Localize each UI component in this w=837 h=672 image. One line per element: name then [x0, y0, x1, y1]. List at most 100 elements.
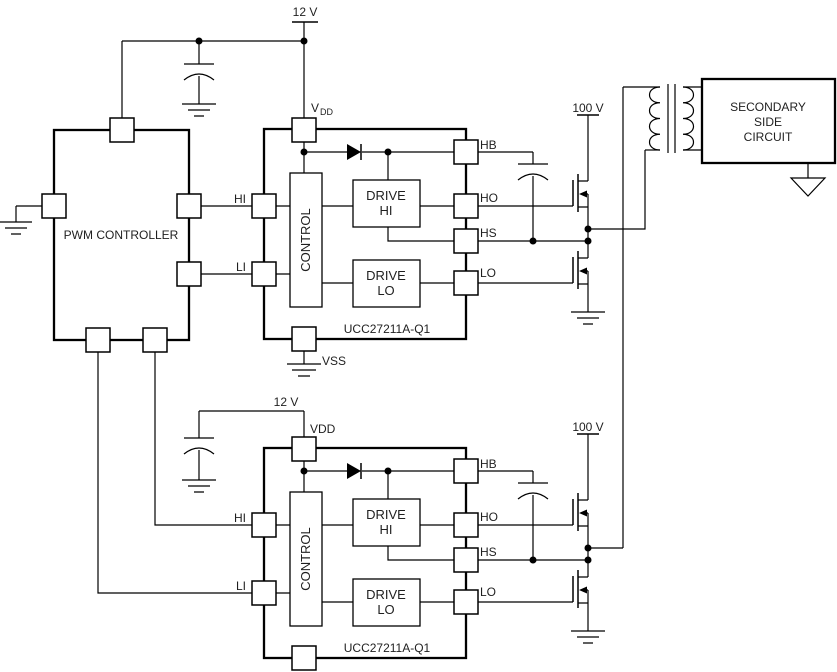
- pin-hi-label: HI: [234, 192, 246, 206]
- pin-vdd-label-sub: DD: [320, 107, 333, 117]
- ground-icon: [0, 221, 32, 235]
- junction-dot: [300, 148, 308, 156]
- pin-vdd-label: VDD: [310, 422, 336, 436]
- drive-hi-block: [352, 179, 421, 228]
- supply-100v-label: 100 V: [572, 420, 603, 434]
- pin-pwm-hi-out-1: [176, 193, 202, 219]
- wire: [276, 461, 454, 603]
- junction-dot: [584, 237, 592, 245]
- decoupling-capacitor-icon: [183, 41, 215, 104]
- pwm-controller-block: PWM CONTROLLER: [0, 117, 252, 594]
- pin-hb: [453, 139, 479, 165]
- pin-ho: [453, 512, 479, 538]
- drive-hi-label-1: DRIVE: [366, 507, 406, 522]
- half-bridge-bottom: 12 V CONTROL DRIVE HI DRIVE LO UCC27211A…: [182, 395, 623, 671]
- wire: [15, 205, 42, 222]
- drive-lo-block: [352, 578, 421, 627]
- junction-dot: [584, 556, 592, 564]
- mosfet-high-side-icon: [572, 493, 589, 531]
- ground-icon: [571, 630, 605, 644]
- junction-dot: [300, 37, 308, 45]
- pin-hi: [251, 193, 277, 219]
- pin-hi: [251, 512, 277, 538]
- pin-pwm-li-out-1: [176, 261, 202, 287]
- pin-li-label: LI: [236, 260, 246, 274]
- drive-lo-block: [352, 259, 421, 308]
- pin-ho-label: HO: [480, 510, 498, 524]
- pin-li: [251, 261, 277, 287]
- control-label: CONTROL: [298, 208, 313, 272]
- pin-hi-label: HI: [234, 511, 246, 525]
- part-number-label: UCC27211A-Q1: [344, 641, 431, 655]
- secondary-label-2: SIDE: [754, 115, 782, 129]
- supply-12v-bottom: 12 V: [182, 395, 305, 493]
- mosfet-high-side-icon: [572, 174, 589, 212]
- ground-icon: [182, 103, 216, 117]
- pin-vss-label: VSS: [322, 354, 346, 368]
- pin-hs: [453, 547, 479, 573]
- pwm-controller-label: PWM CONTROLLER: [64, 228, 179, 242]
- wire: [478, 470, 534, 483]
- transformer-icon: [622, 84, 702, 548]
- supply-12v-top-label: 12 V: [293, 5, 318, 19]
- pin-hs-label: HS: [480, 226, 497, 240]
- mosfet-low-side-icon: [572, 251, 589, 289]
- junction-dot: [384, 467, 392, 475]
- ground-icon: [571, 311, 605, 325]
- pin-li-label: LI: [236, 579, 246, 593]
- bootstrap-capacitor-icon: [517, 163, 549, 241]
- pin-pwm-li-out-2: [85, 327, 111, 353]
- pin-ho-label: HO: [480, 191, 498, 205]
- pin-lo: [453, 270, 479, 296]
- junction-dot: [584, 544, 592, 552]
- secondary-side-circuit-block: SECONDARY SIDE CIRCUIT: [700, 77, 837, 197]
- pin-hs-label: HS: [480, 545, 497, 559]
- pin-vss: [291, 645, 317, 671]
- transformer-core: [667, 84, 676, 153]
- pin-li: [251, 580, 277, 606]
- junction-dot: [384, 148, 392, 156]
- pin-lo-label: LO: [480, 585, 496, 599]
- pin-vdd-label: V: [311, 101, 319, 115]
- transformer-primary-winding: [648, 86, 661, 151]
- mosfet-low-side-icon: [572, 570, 589, 608]
- wire: [198, 410, 305, 438]
- pin-hb-label: HB: [480, 457, 497, 471]
- drive-lo-label-2: LO: [377, 283, 394, 298]
- drive-hi-block: [352, 498, 421, 547]
- wire: [276, 142, 454, 284]
- pin-vdd: [291, 436, 317, 462]
- pin-pwm-vcc: [109, 117, 135, 143]
- drive-hi-label-2: HI: [380, 203, 393, 218]
- chassis-ground-icon: [789, 177, 827, 197]
- junction-dot: [529, 237, 537, 245]
- pin-pwm-gnd: [41, 193, 67, 219]
- drive-lo-label-1: DRIVE: [366, 587, 406, 602]
- wire: [683, 86, 702, 151]
- supply-12v-bottom-label: 12 V: [274, 395, 299, 409]
- part-number-label: UCC27211A-Q1: [344, 322, 431, 336]
- bootstrap-diode-icon: [347, 144, 362, 160]
- wire-switch-node-to-transformer: [588, 150, 646, 230]
- drive-lo-label-1: DRIVE: [366, 268, 406, 283]
- junction-dot: [529, 556, 537, 564]
- ground-icon: [287, 363, 321, 377]
- secondary-side-circuit-body: [700, 77, 837, 165]
- half-bridge-top: CONTROL DRIVE HI DRIVE LO UCC27211A-Q1 V…: [234, 101, 646, 377]
- junction-dot: [584, 225, 592, 233]
- pin-ho: [453, 193, 479, 219]
- ground-icon: [182, 479, 216, 493]
- pin-vdd: [291, 117, 317, 143]
- drive-lo-label-2: LO: [377, 602, 394, 617]
- pin-hs: [453, 228, 479, 254]
- secondary-label-3: CIRCUIT: [744, 130, 793, 144]
- control-block: [289, 172, 323, 308]
- supply-100v-label: 100 V: [572, 101, 603, 115]
- wire: [97, 205, 252, 594]
- decoupling-capacitor-icon: [183, 437, 215, 480]
- pin-hb-label: HB: [480, 138, 497, 152]
- pin-lo: [453, 589, 479, 615]
- pin-lo-label: LO: [480, 266, 496, 280]
